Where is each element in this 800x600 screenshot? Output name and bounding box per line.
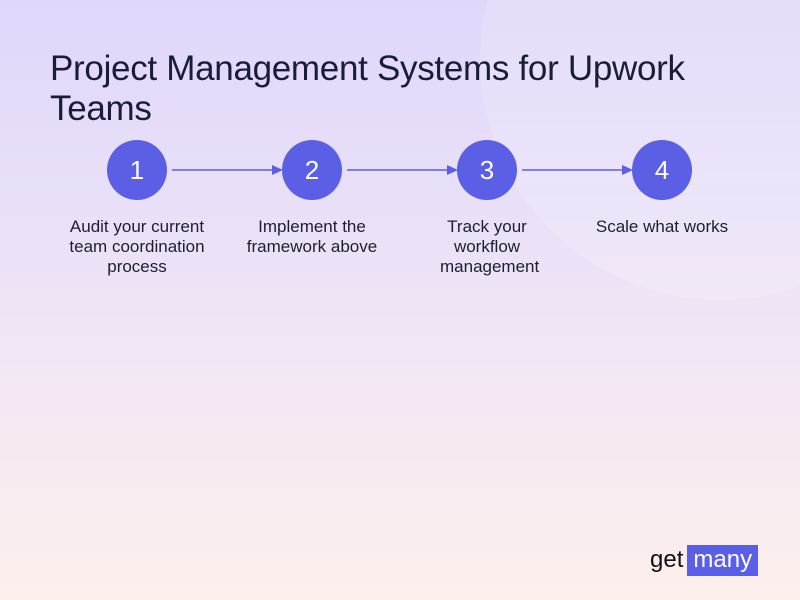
- brand-highlight: many: [687, 545, 759, 576]
- arrow-right-icon: [172, 165, 283, 175]
- step-number-badge: 2: [282, 140, 342, 200]
- step-label: Scale what works: [595, 217, 729, 236]
- step-2: 2 Implement the framework above: [227, 140, 397, 257]
- step-4: 4 Scale what works: [577, 140, 747, 237]
- arrow-right-icon: [522, 165, 633, 175]
- step-number-badge: 1: [107, 140, 167, 200]
- step-number-badge: 3: [457, 140, 517, 200]
- step-label: Audit your current team coordination pro…: [69, 217, 205, 276]
- step-number-badge: 4: [632, 140, 692, 200]
- page-title: Project Management Systems for Upwork Te…: [50, 49, 685, 129]
- step-label: Track your workflow management: [440, 217, 540, 276]
- step-1: 1 Audit your current team coordination p…: [52, 140, 222, 277]
- step-label: Implement the framework above: [246, 217, 378, 256]
- arrow-right-icon: [347, 165, 458, 175]
- step-3: 3 Track your workflow management: [402, 140, 572, 277]
- brand-prefix: get: [650, 546, 684, 573]
